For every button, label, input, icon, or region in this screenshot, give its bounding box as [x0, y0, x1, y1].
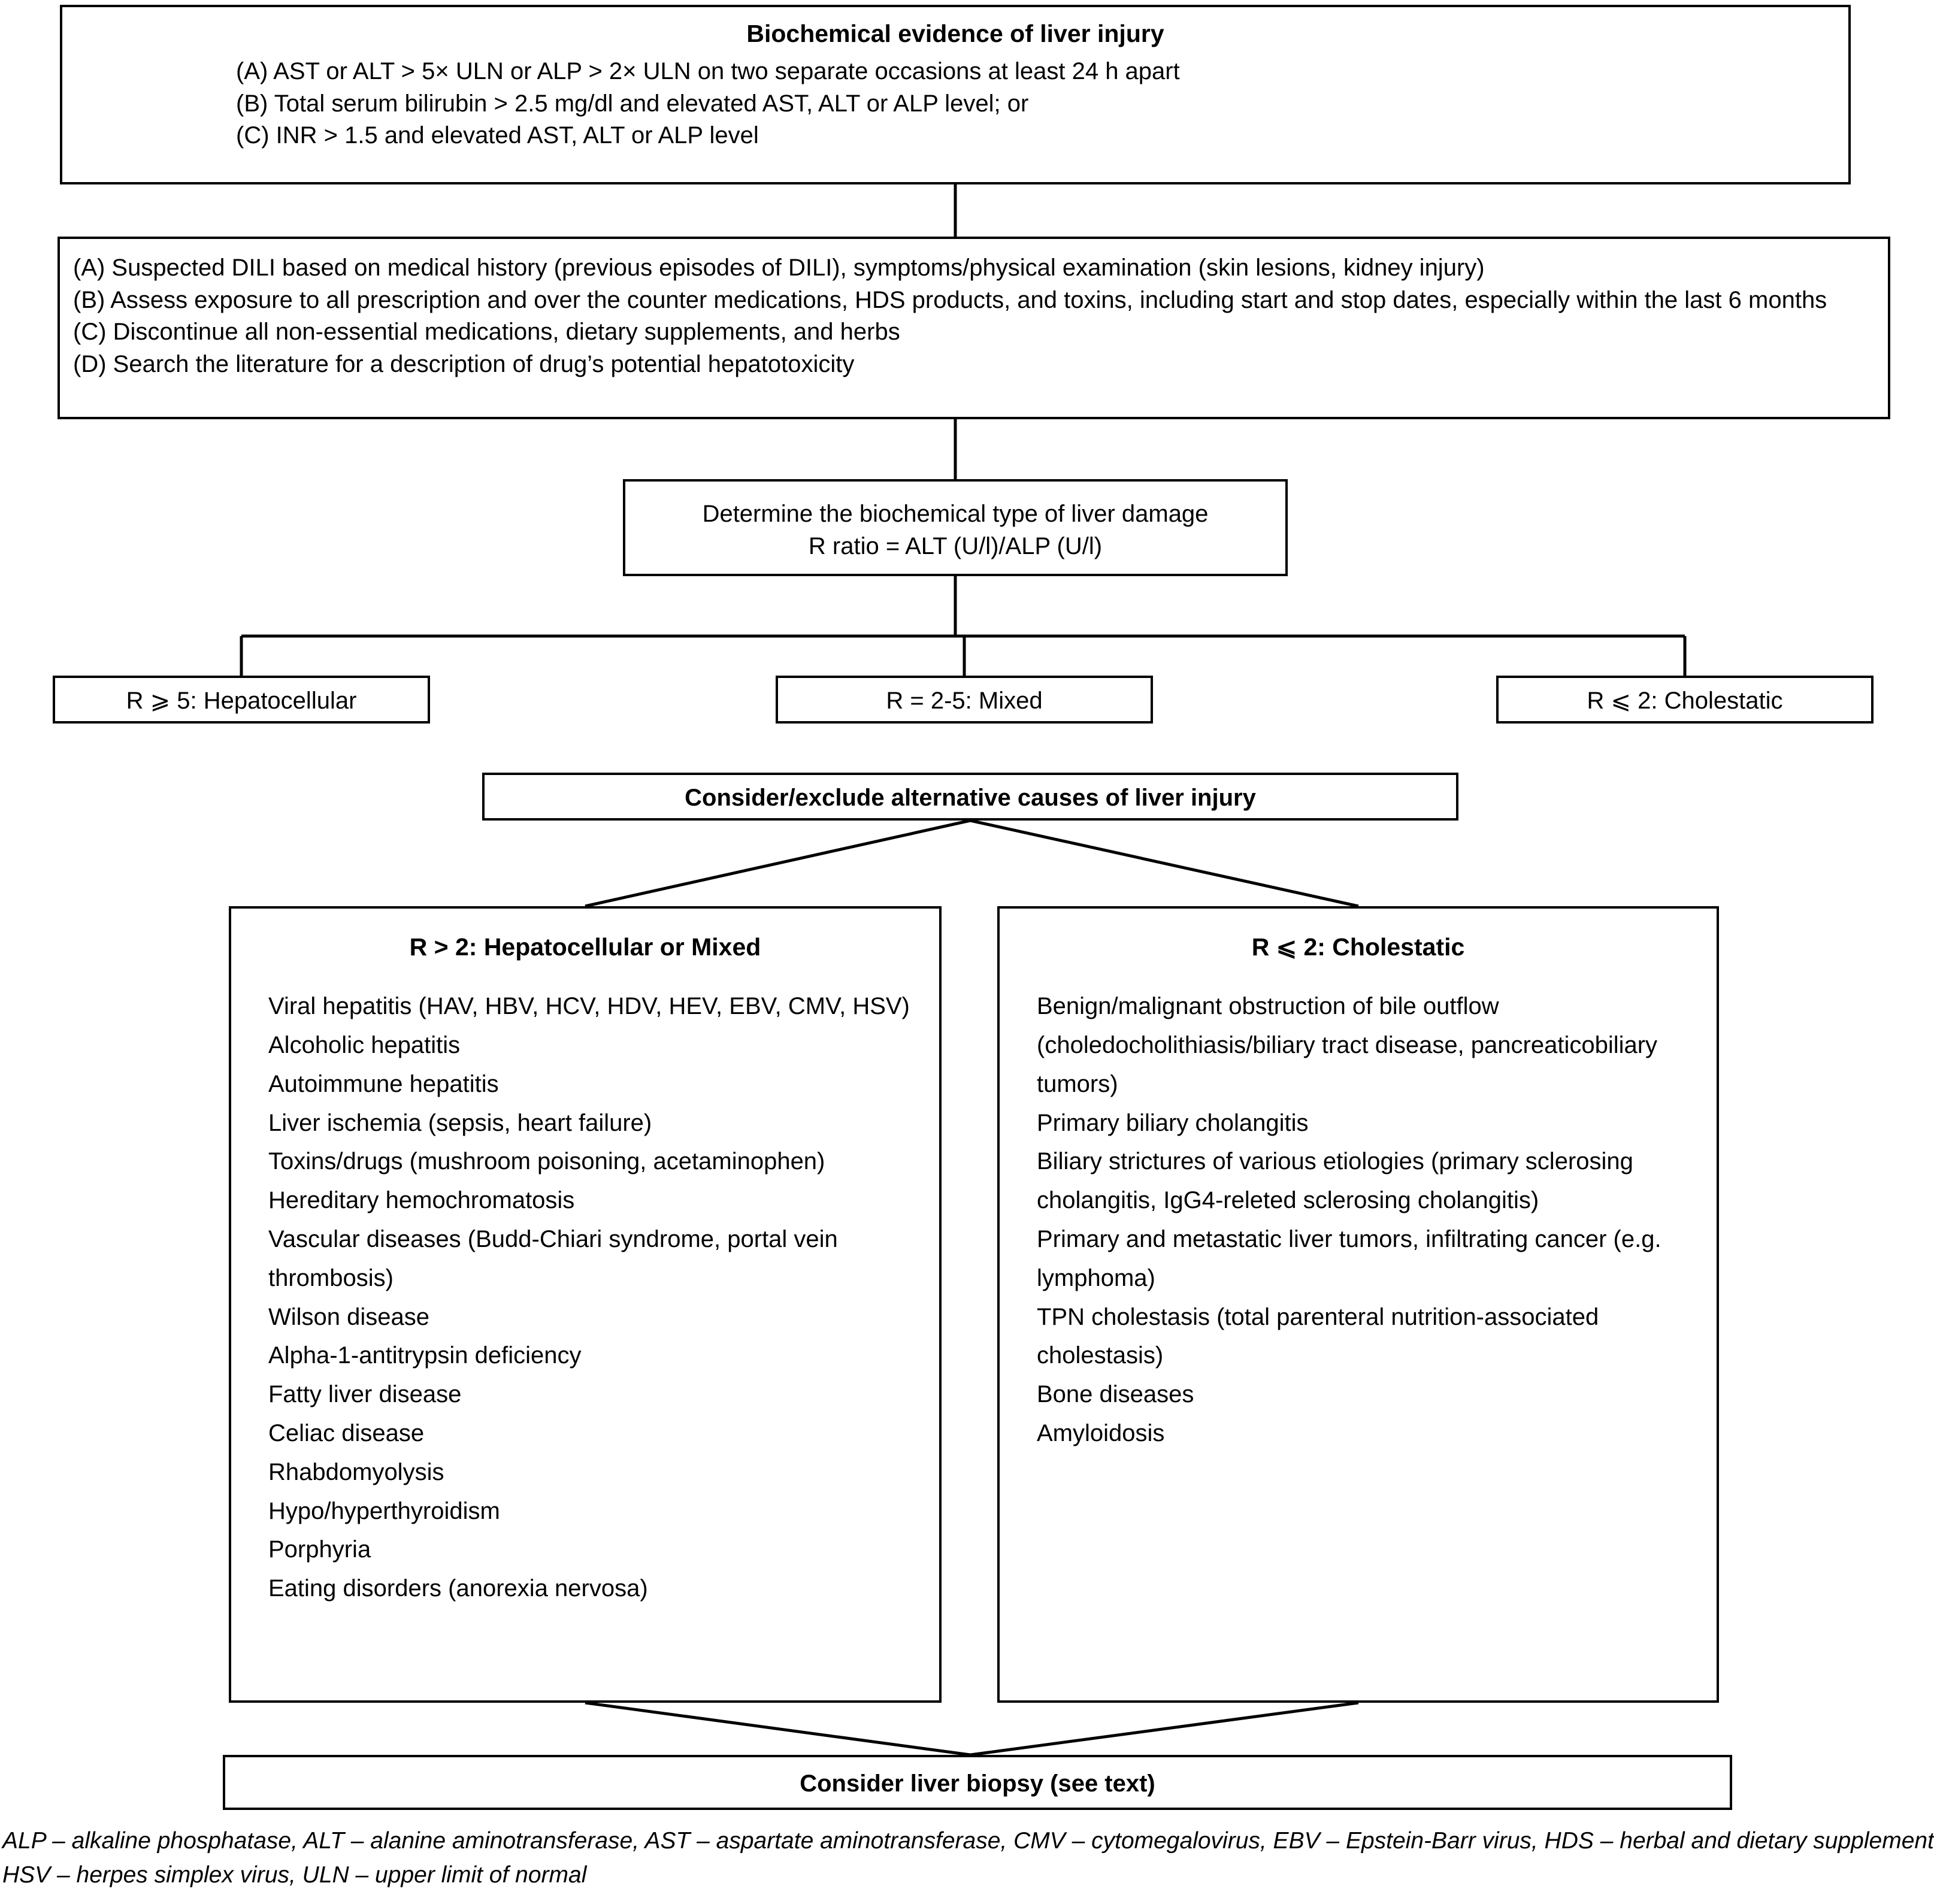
list-item: Wilson disease [268, 1303, 430, 1330]
r-ratio-line-2: R ratio = ALT (U/l)/ALP (U/l) [808, 532, 1103, 559]
evidence-title: Biochemical evidence of liver injury [746, 20, 1164, 47]
r-category-label: R = 2-5: Mixed [886, 688, 1043, 714]
r-category-label: R ⩽ 2: Cholestatic [1587, 688, 1783, 714]
list-item: Bone diseases [1037, 1381, 1194, 1408]
list-item: Rhabdomyolysis [268, 1458, 444, 1485]
connector-right-list-to-biopsy [970, 1701, 1359, 1757]
list-item: Eating disorders (anorexia nervosa) [268, 1575, 648, 1602]
footnote-line: HSV – herpes simplex virus, ULN – upper … [2, 1861, 587, 1888]
r-category-hepatocellular-box: R ⩾ 5: Hepatocellular [53, 676, 430, 724]
list-item: Vascular diseases (Budd-Chiari syndrome,… [268, 1226, 838, 1291]
right-list-items: Benign/malignant obstruction of bile out… [1000, 963, 1717, 1453]
dili-assessment-box: (A) Suspected DILI based on medical hist… [57, 237, 1890, 419]
hepatocellular-mixed-causes-box: R > 2: Hepatocellular or Mixed Viral hep… [229, 906, 942, 1703]
list-item: Celiac disease [268, 1420, 425, 1447]
list-item: Alpha-1-antitrypsin deficiency [268, 1342, 582, 1369]
right-list-title: R ⩽ 2: Cholestatic [1251, 933, 1465, 961]
cholestatic-causes-box: R ⩽ 2: Cholestatic Benign/malignant obst… [997, 906, 1719, 1703]
list-item: Biliary strictures of various etiologies… [1037, 1148, 1633, 1214]
assessment-item: (B) Assess exposure to all prescription … [73, 286, 1827, 313]
r-category-mixed-box: R = 2-5: Mixed [776, 676, 1153, 724]
footnote-line: ALP – alkaline phosphatase, ALT – alanin… [2, 1828, 1934, 1854]
evidence-item: (B) Total serum bilirubin > 2.5 mg/dl an… [236, 90, 1029, 117]
r-category-label: R ⩾ 5: Hepatocellular [126, 688, 357, 714]
consider-alternative-causes-box: Consider/exclude alternative causes of l… [482, 773, 1458, 821]
connector-left-list-to-biopsy [585, 1701, 971, 1757]
connector-consider-to-right-list [970, 819, 1359, 908]
list-item: Hereditary hemochromatosis [268, 1187, 575, 1214]
list-item: Fatty liver disease [268, 1381, 462, 1408]
consider-liver-biopsy-box: Consider liver biopsy (see text) [223, 1755, 1732, 1810]
list-item: Primary and metastatic liver tumors, inf… [1037, 1226, 1661, 1291]
left-list-title: R > 2: Hepatocellular or Mixed [409, 933, 761, 961]
list-item: Toxins/drugs (mushroom poisoning, acetam… [268, 1148, 825, 1175]
r-ratio-box: Determine the biochemical type of liver … [623, 479, 1288, 576]
list-item: Alcoholic hepatitis [268, 1032, 461, 1059]
list-item: Primary biliary cholangitis [1037, 1109, 1309, 1136]
list-item: Autoimmune hepatitis [268, 1070, 499, 1097]
abbreviation-legend: ALP – alkaline phosphatase, ALT – alanin… [2, 1824, 1934, 1892]
biopsy-label: Consider liver biopsy (see text) [800, 1770, 1155, 1797]
list-item: Porphyria [268, 1536, 371, 1563]
assessment-item: (D) Search the literature for a descript… [73, 350, 855, 377]
list-item: Amyloidosis [1037, 1420, 1165, 1447]
consider-label: Consider/exclude alternative causes of l… [685, 785, 1256, 811]
evidence-item: (A) AST or ALT > 5× ULN or ALP > 2× ULN … [236, 58, 1180, 85]
biochemical-evidence-box: Biochemical evidence of liver injury (A)… [60, 5, 1851, 184]
list-item: TPN cholestasis (total parenteral nutrit… [1037, 1303, 1599, 1369]
evidence-item: (C) INR > 1.5 and elevated AST, ALT or A… [236, 122, 759, 149]
r-ratio-line-1: Determine the biochemical type of liver … [702, 501, 1209, 527]
list-item: Benign/malignant obstruction of bile out… [1037, 993, 1658, 1097]
list-item: Viral hepatitis (HAV, HBV, HCV, HDV, HEV… [268, 993, 910, 1020]
r-category-cholestatic-box: R ⩽ 2: Cholestatic [1496, 676, 1874, 724]
list-item: Hypo/hyperthyroidism [268, 1497, 500, 1524]
left-list-items: Viral hepatitis (HAV, HBV, HCV, HDV, HEV… [231, 963, 939, 1608]
assessment-item: (C) Discontinue all non-essential medica… [73, 319, 900, 346]
list-item: Liver ischemia (sepsis, heart failure) [268, 1109, 652, 1136]
assessment-item: (A) Suspected DILI based on medical hist… [73, 255, 1485, 281]
assessment-items: (A) Suspected DILI based on medical hist… [60, 252, 1888, 380]
connector-consider-to-left-list [585, 819, 971, 908]
evidence-items: (A) AST or ALT > 5× ULN or ALP > 2× ULN … [62, 56, 1848, 152]
